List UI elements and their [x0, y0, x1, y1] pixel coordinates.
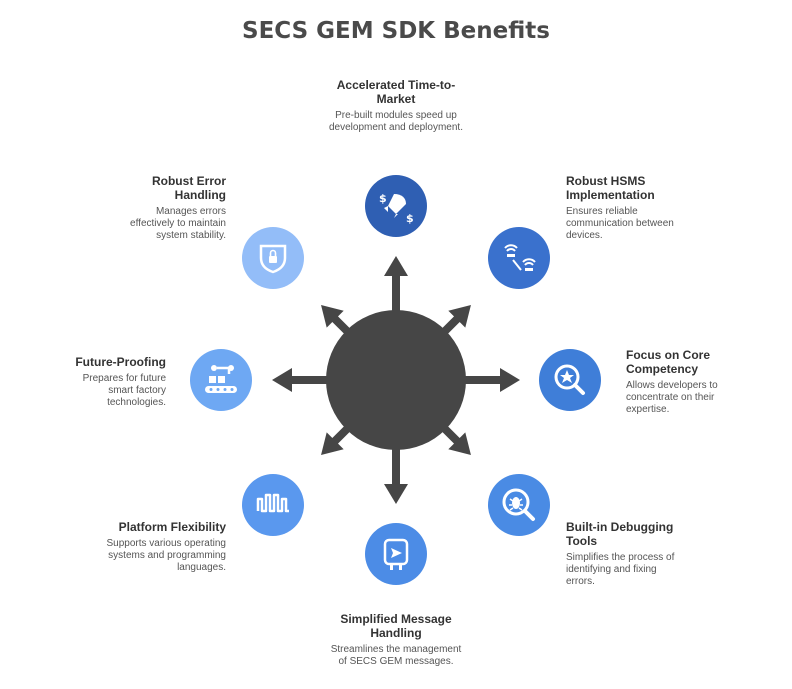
- label-description: Supports various operating systems and p…: [106, 538, 226, 573]
- arrow-head: [500, 368, 520, 392]
- benefit-node: $$: [365, 175, 427, 237]
- central-hub: [326, 310, 466, 450]
- benefit-node: [242, 227, 304, 289]
- label-description: Allows developers to concentrate on thei…: [626, 380, 718, 415]
- label-heading: Platform Flexibility: [118, 520, 226, 534]
- rocket-dollar-icon: $$: [379, 192, 414, 225]
- label-heading: Robust HSMS Implementation: [566, 174, 655, 202]
- label-heading: Simplified Message Handling: [340, 612, 452, 640]
- label-heading: Accelerated Time-to-Market: [336, 78, 456, 106]
- svg-text:$: $: [406, 212, 414, 225]
- arrow-head: [448, 305, 471, 328]
- arrow-head: [448, 432, 471, 455]
- label-core-competency: Focus on Core Competency Allows develope…: [626, 348, 734, 416]
- network-devices-icon: [504, 244, 536, 271]
- node-circle: [488, 227, 550, 289]
- label-debugging: Built-in Debugging Tools Simplifies the …: [566, 520, 678, 588]
- label-accelerated: Accelerated Time-to-Market Pre-built mod…: [326, 78, 466, 134]
- benefit-node: [488, 474, 550, 536]
- robot-arm-icon: [205, 365, 237, 393]
- benefit-node: [190, 349, 252, 411]
- label-heading: Robust Error Handling: [151, 174, 226, 202]
- label-description: Simplifies the process of identifying an…: [566, 552, 675, 587]
- label-description: Prepares for future smart factory techno…: [82, 373, 166, 408]
- arrow-head: [321, 305, 344, 328]
- benefit-node: [242, 474, 304, 536]
- mailbox-icon: [383, 538, 409, 570]
- waveform-icon: [256, 493, 289, 513]
- benefit-nodes: $$: [190, 175, 601, 585]
- diagram-title: SECS GEM SDK Benefits: [242, 18, 550, 44]
- label-heading: Focus on Core Competency: [626, 348, 711, 376]
- label-description: Ensures reliable communication between d…: [566, 206, 674, 241]
- label-description: Streamlines the management of SECS GEM m…: [330, 644, 462, 667]
- arrow-head: [384, 484, 408, 504]
- label-heading: Future-Proofing: [75, 355, 166, 369]
- svg-text:$: $: [379, 192, 387, 205]
- arrow-head: [272, 368, 292, 392]
- arrow-head: [384, 256, 408, 276]
- arrow-head: [321, 432, 344, 455]
- shield-lock-icon: [259, 244, 287, 274]
- label-message-handling: Simplified Message Handling Streamlines …: [326, 612, 466, 668]
- label-description: Manages errors effectively to maintain s…: [130, 206, 226, 241]
- bug-search-icon: [502, 488, 535, 521]
- benefit-node: [539, 349, 601, 411]
- benefit-node: [488, 227, 550, 289]
- search-star-icon: [554, 364, 585, 395]
- label-error-handling: Robust Error Handling Manages errors eff…: [118, 174, 226, 242]
- label-platform: Platform Flexibility Supports various op…: [100, 520, 226, 574]
- label-future-proofing: Future-Proofing Prepares for future smar…: [64, 355, 166, 409]
- label-hsms: Robust HSMS Implementation Ensures relia…: [566, 174, 686, 242]
- label-description: Pre-built modules speed up development a…: [329, 110, 463, 133]
- label-heading: Built-in Debugging Tools: [566, 520, 674, 548]
- benefit-node: [365, 523, 427, 585]
